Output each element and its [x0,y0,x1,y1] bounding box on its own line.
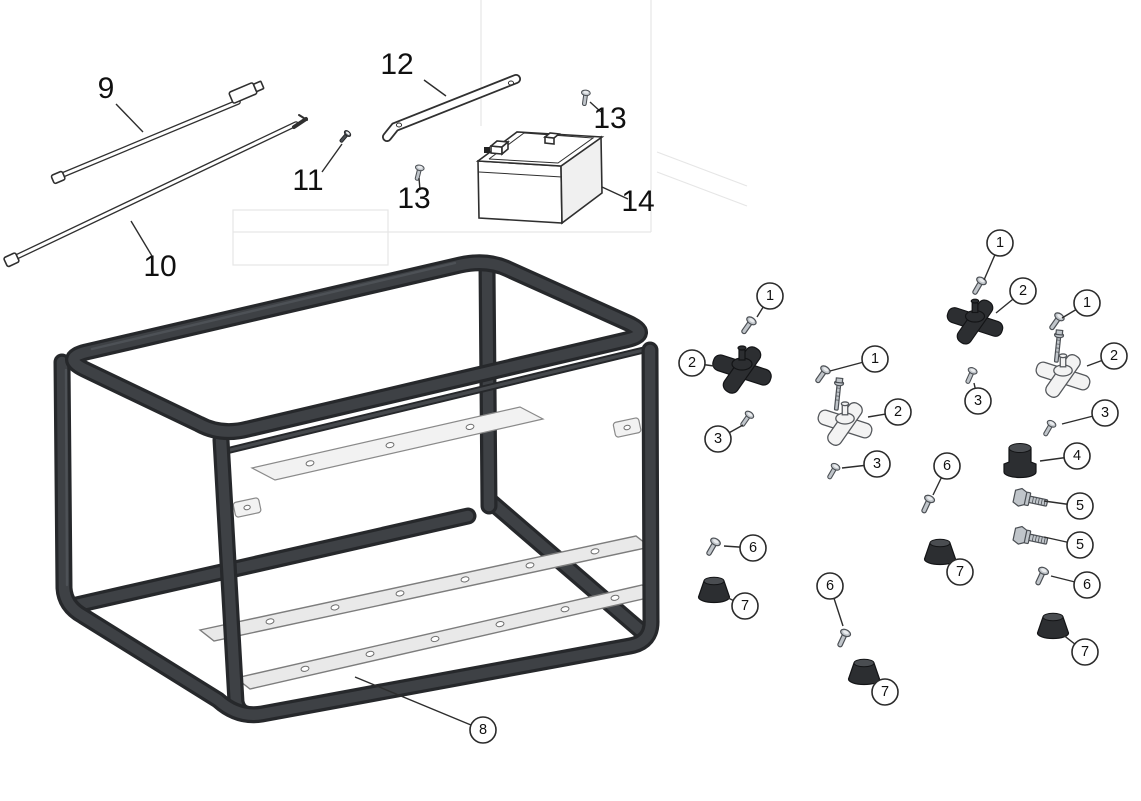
label-12: 12 [380,48,413,81]
mount-tab-right [612,417,642,438]
svg-text:2: 2 [688,355,696,371]
mount-part2-dark-a [710,343,774,397]
svg-text:7: 7 [741,598,749,614]
foot-part7-b [697,576,731,604]
bolt-part1-d [811,363,833,386]
callout-n2-c: 2 [1086,342,1128,370]
label-10: 10 [143,250,176,283]
svg-text:6: 6 [1083,577,1091,593]
svg-text:7: 7 [881,684,889,700]
svg-text:1: 1 [766,288,774,304]
frame-assembly [53,254,660,724]
callout-n4: 4 [1039,442,1091,470]
callout-n7-b: 7 [723,592,759,620]
svg-text:1: 1 [996,235,1004,251]
part-13-screw-top [579,89,592,107]
svg-text:6: 6 [749,540,757,556]
callout-n5-b: 5 [1043,531,1094,559]
bolt-part1-a [737,314,759,337]
hexbolt-part5-a [1011,486,1050,513]
engine-mount-plate [250,406,545,481]
callout-n1-c: 1 [756,282,784,318]
svg-text:7: 7 [956,564,964,580]
callout-n5-a: 5 [1043,492,1094,520]
callout-n8: 8 [354,676,497,744]
callout-n1-b: 1 [1061,289,1101,319]
watermark-artifacts [232,0,748,266]
label-13-left: 13 [397,182,430,215]
label-14: 14 [621,185,654,218]
svg-text:3: 3 [974,393,982,409]
mount-part2-outline-b [1033,351,1093,401]
callout-n3-c: 3 [704,424,744,453]
svg-text:3: 3 [1101,405,1109,421]
part-14-battery [475,131,605,225]
screw-part3-d [824,461,842,482]
screw-part6-b [702,535,723,559]
svg-text:7: 7 [1081,644,1089,660]
bolt-part1-c [1045,310,1067,333]
foot-part7-d [847,658,881,686]
svg-text:2: 2 [1019,283,1027,299]
svg-text:2: 2 [894,404,902,420]
hardware-parts [697,274,1093,686]
callout-n7-a: 7 [946,558,974,586]
label-11: 11 [292,164,323,197]
callout-n3-a: 3 [964,382,992,415]
callout-n6-b: 6 [723,534,767,562]
screw-part6-a [917,493,937,516]
callout-n2-d: 2 [867,398,912,426]
svg-text:5: 5 [1076,498,1084,514]
label-13-top: 13 [593,102,626,135]
callout-n6-a: 6 [932,452,961,496]
screw-part3-b [962,365,979,386]
callout-n2-b: 2 [678,349,715,377]
part-10-cable [3,114,308,268]
callout-n6-d: 6 [816,572,844,627]
screw-part3-c [1040,418,1058,439]
svg-text:4: 4 [1073,448,1081,464]
part-12-strap [382,74,521,142]
foot-part7-a [923,538,957,566]
part-9-cable [50,80,265,185]
svg-text:3: 3 [714,431,722,447]
svg-text:1: 1 [871,351,879,367]
callout-n7-c: 7 [1061,633,1099,666]
plain-labels: 9 12 13 11 13 14 10 [98,48,655,283]
svg-text:8: 8 [479,722,487,738]
callout-n2-a: 2 [995,277,1037,314]
part-11-screw [337,128,353,145]
svg-text:2: 2 [1110,348,1118,364]
svg-text:5: 5 [1076,537,1084,553]
screw-part6-c [1031,565,1051,588]
mount-part2-dark-b [944,296,1006,348]
foot-part4 [1003,443,1037,479]
callout-n3-b: 3 [1061,399,1119,427]
screw-part6-d [833,627,853,650]
svg-text:3: 3 [873,456,881,472]
callout-n1-a: 1 [983,229,1014,281]
callout-n6-c: 6 [1050,571,1101,599]
callout-n7-d: 7 [869,678,899,706]
label-9: 9 [98,72,115,105]
foot-part7-c [1036,612,1070,640]
mount-tab-left [232,497,262,518]
mount-part2-outline-a [815,399,875,449]
hexbolt-part5-b [1011,524,1050,551]
callout-n1-d: 1 [829,345,889,373]
svg-text:1: 1 [1083,295,1091,311]
svg-text:6: 6 [943,458,951,474]
callouts: 1 2 1 1 2 1 2 3 [354,229,1128,744]
callout-n3-d: 3 [841,450,891,478]
svg-text:6: 6 [826,578,834,594]
